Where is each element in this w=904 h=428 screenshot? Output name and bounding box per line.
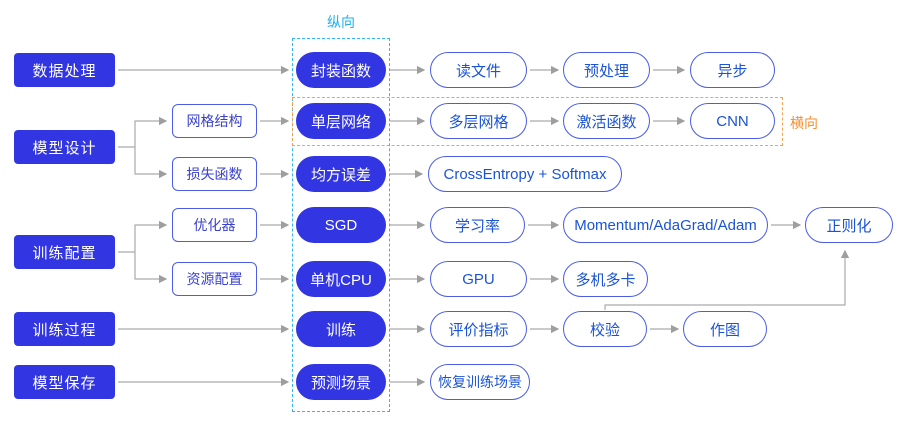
sub-network-structure: 网格结构 [172,104,257,138]
node-restore-training-scene: 恢复训练场景 [430,364,530,400]
stage-model-design: 模型设计 [14,130,115,164]
primary-wrap-function: 封装函数 [296,52,386,88]
node-multi-layer-network: 多层网格 [430,103,527,139]
sub-resource-config: 资源配置 [172,262,257,296]
stage-data-processing: 数据处理 [14,53,115,87]
primary-mse: 均方误差 [296,156,386,192]
stage-training-process: 训练过程 [14,312,115,346]
node-async: 异步 [690,52,775,88]
horizontal-group-label: 横向 [790,115,818,131]
node-preprocess: 预处理 [563,52,650,88]
node-learning-rate: 学习率 [430,207,525,243]
stage-training-config: 训练配置 [14,235,115,269]
node-gpu: GPU [430,261,527,297]
vertical-group-label: 纵向 [327,14,355,30]
primary-single-layer-network: 单层网络 [296,103,386,139]
connector-stage2-sub1 [134,116,168,147]
sub-loss-function: 损失函数 [172,157,257,191]
primary-sgd: SGD [296,207,386,243]
primary-training: 训练 [296,311,386,347]
connector-stage3-sub4 [134,252,168,284]
node-activation-function: 激活函数 [563,103,650,139]
node-momentum-adagrad-adam: Momentum/AdaGrad/Adam [563,207,768,243]
node-read-file: 读文件 [430,52,527,88]
connector-stage2-sub2 [134,147,168,179]
primary-prediction-scene: 预测场景 [296,364,386,400]
connector-stage3-sub3 [134,220,168,252]
node-crossentropy-softmax: CrossEntropy + Softmax [428,156,622,192]
node-regularization: 正则化 [805,207,893,243]
node-multi-machine-multi-card: 多机多卡 [563,261,648,297]
stage-model-saving: 模型保存 [14,365,115,399]
sub-optimizer: 优化器 [172,208,257,242]
node-plotting: 作图 [683,311,767,347]
primary-single-machine-cpu: 单机CPU [296,261,386,297]
node-validation: 校验 [563,311,647,347]
node-cnn: CNN [690,103,775,139]
node-evaluation-metrics: 评价指标 [430,311,527,347]
